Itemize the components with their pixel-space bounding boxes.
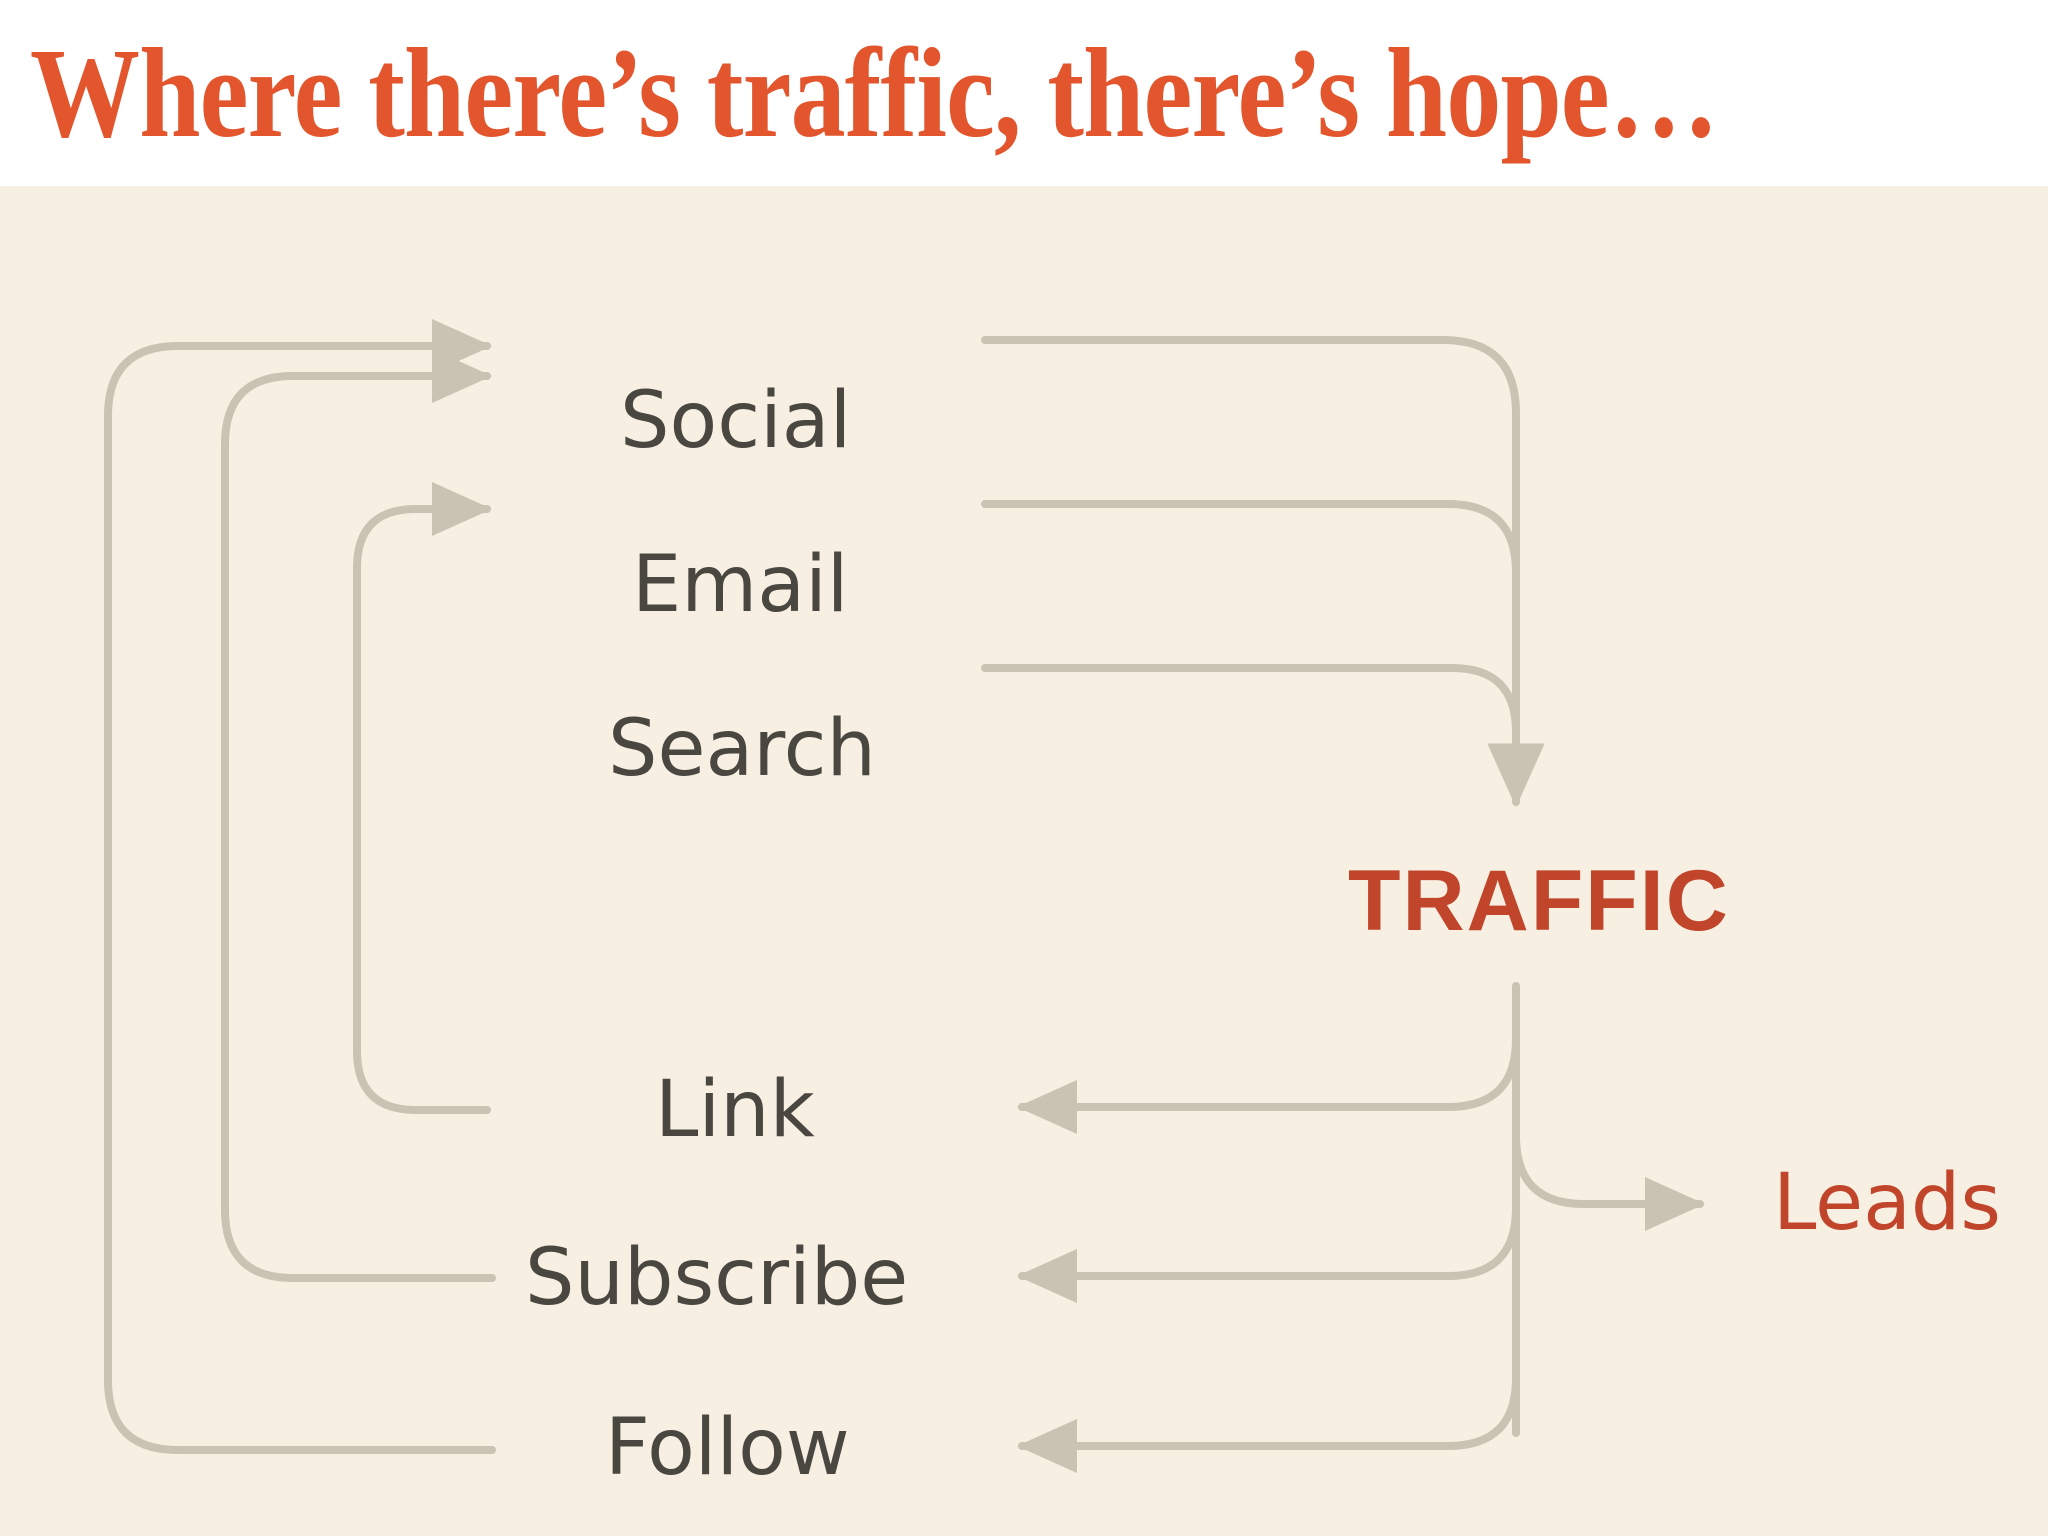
flow-traffic-to-leads [1512, 1132, 1705, 1231]
flow-traffic-to-link [1017, 1035, 1520, 1134]
leads-label[interactable]: Leads [1773, 1158, 2002, 1248]
page-title: Where there’s traffic, there’s hope… [30, 22, 1719, 164]
channel-social[interactable]: Social [620, 376, 852, 466]
traffic-flow-diagram: Social Email Search Link Subscribe Follo… [0, 186, 2048, 1536]
channel-link[interactable]: Link [655, 1065, 815, 1155]
channel-search[interactable]: Search [608, 704, 876, 794]
diagram-connectors [104, 319, 1705, 1473]
title-banner: Where there’s traffic, there’s hope… [0, 0, 2048, 186]
channel-email[interactable]: Email [632, 540, 849, 630]
flow-search-to-traffic [981, 664, 1520, 790]
flow-follow-to-social [104, 319, 496, 1454]
flow-traffic-to-subscribe [1017, 1204, 1520, 1303]
flow-subscribe-to-email [221, 349, 496, 1282]
flow-email-to-traffic [981, 500, 1520, 645]
flow-traffic-to-follow [1017, 1374, 1520, 1473]
channel-subscribe[interactable]: Subscribe [525, 1233, 909, 1323]
channel-follow[interactable]: Follow [605, 1403, 850, 1493]
flow-social-to-traffic [981, 336, 1520, 590]
traffic-hub-label[interactable]: TRAFFIC [1348, 853, 1730, 949]
flow-link-to-search [353, 482, 492, 1114]
